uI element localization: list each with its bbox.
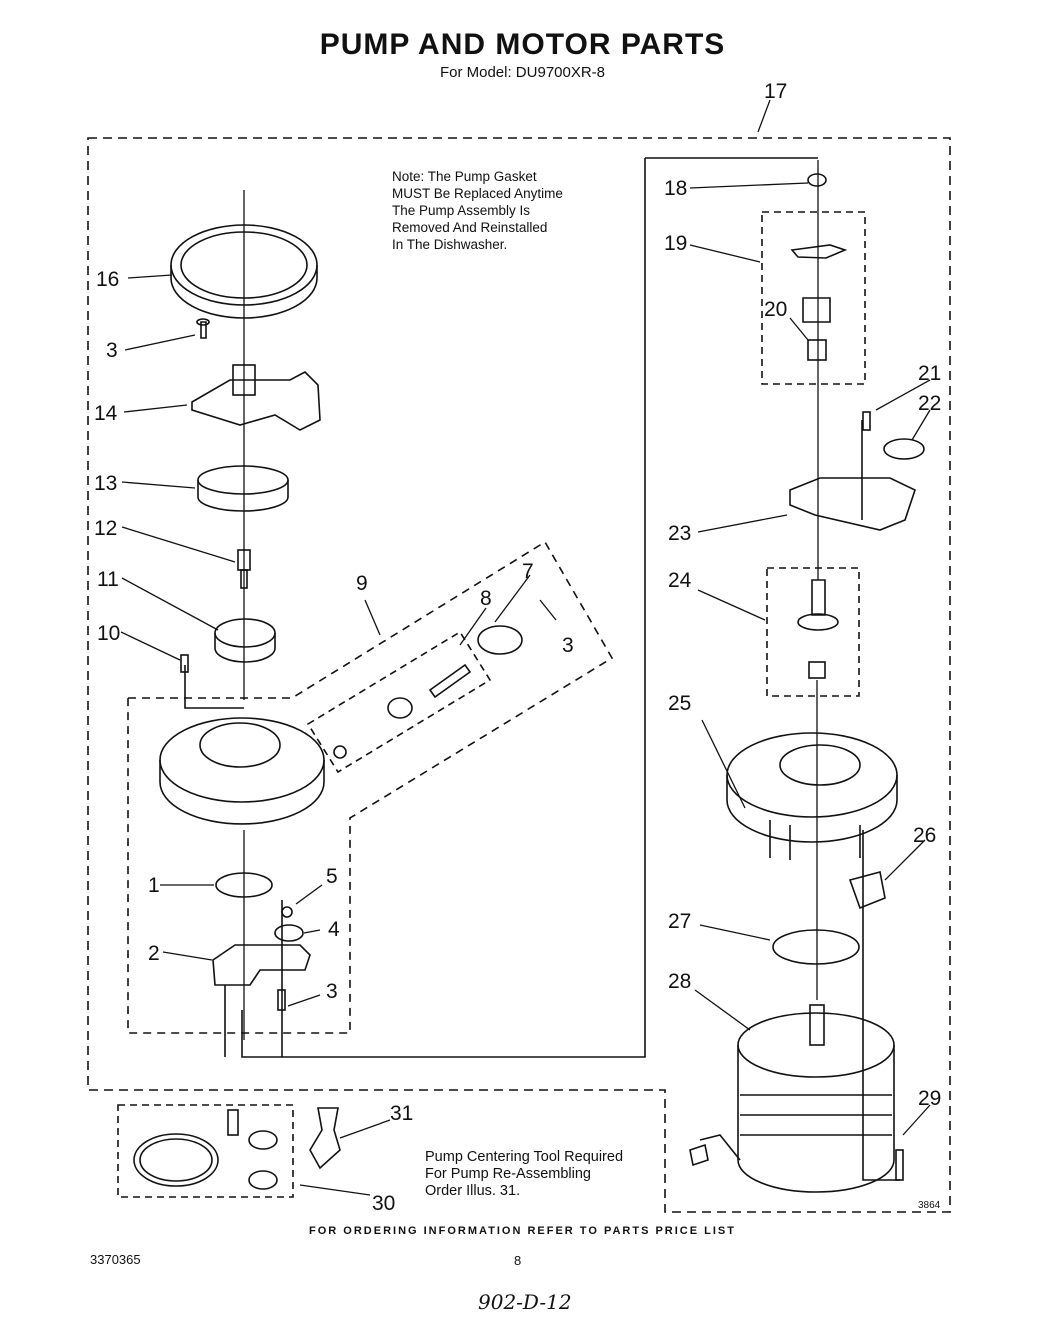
- callout-11: 11: [97, 568, 119, 591]
- callout-12: 12: [94, 517, 117, 540]
- callout-23: 23: [668, 522, 691, 545]
- callout-9: 9: [356, 572, 368, 595]
- callout-1: 1: [148, 874, 160, 897]
- filter-screen: [215, 872, 273, 898]
- solenoid-valve: [477, 625, 523, 655]
- callout-5: 5: [326, 865, 338, 888]
- callout-3: 3: [326, 980, 338, 1003]
- small-gasket: [274, 924, 304, 942]
- callout-30: 30: [372, 1192, 395, 1215]
- note-line: Note: The Pump Gasket: [392, 169, 537, 184]
- callout-8: 8: [480, 587, 492, 610]
- motor: [737, 1045, 895, 1193]
- callout-3: 3: [562, 634, 574, 657]
- note-line: In The Dishwasher.: [392, 237, 508, 252]
- callout-4: 4: [328, 918, 340, 941]
- connector-line: [241, 158, 646, 1058]
- model-subtitle: For Model: DU9700XR-8: [439, 64, 606, 81]
- callout-29: 29: [918, 1087, 941, 1110]
- callout-2: 2: [148, 942, 160, 965]
- bracket: [790, 244, 848, 259]
- ordering-footer: FOR ORDERING INFORMATION REFER TO PARTS …: [309, 1225, 736, 1237]
- centering-tool-note: Pump Centering Tool Required For Pump Re…: [425, 1149, 623, 1200]
- seal-ring: [197, 465, 289, 495]
- callout-13: 13: [94, 472, 117, 495]
- callout-7: 7: [522, 560, 534, 583]
- screw: [200, 321, 207, 339]
- screw: [895, 1149, 904, 1181]
- leader-lines: [120, 99, 931, 1196]
- document-number: 3370365: [90, 1252, 141, 1267]
- page-title: PUMP AND MOTOR PARTS: [319, 28, 726, 61]
- callout-24: 24: [668, 569, 692, 592]
- callout-labels: 16 3 14 13 12 11 10 9 8 7 3 1 5 4 2 3 17…: [94, 80, 941, 1215]
- o-ring: [883, 438, 925, 460]
- item-24-boundary: [766, 567, 860, 697]
- pump-housing: [159, 717, 325, 803]
- callout-18: 18: [664, 177, 687, 200]
- callout-31: 31: [390, 1102, 413, 1125]
- motor-shaft-assembly: [811, 579, 826, 616]
- mounting-plate: [789, 477, 916, 531]
- clip: [848, 871, 886, 910]
- callout-25: 25: [668, 692, 691, 715]
- screw: [862, 411, 871, 431]
- impeller: [214, 618, 276, 648]
- page-number: 8: [514, 1253, 522, 1268]
- note-line: The Pump Assembly Is: [392, 203, 531, 218]
- callout-27: 27: [668, 910, 691, 933]
- item-19-boundary: [761, 211, 866, 385]
- check-ball: [281, 906, 293, 918]
- callout-16: 16: [96, 268, 119, 291]
- note-line: Order Illus. 31.: [425, 1183, 521, 1199]
- handwritten-annotation: 902-D-12: [478, 1290, 572, 1314]
- callout-17: 17: [764, 80, 787, 103]
- callout-3: 3: [106, 339, 118, 362]
- kit-gasket: [133, 1133, 219, 1187]
- callout-19: 19: [664, 232, 687, 255]
- callout-14: 14: [94, 402, 118, 425]
- insulator-disc: [772, 929, 860, 965]
- nut: [807, 173, 827, 187]
- pump-gasket-note: Note: The Pump Gasket MUST Be Replaced A…: [392, 168, 563, 253]
- pump-cover: [191, 371, 321, 431]
- note-line: Pump Centering Tool Required: [425, 1149, 624, 1165]
- assembly-17-boundary: [87, 137, 951, 1213]
- spring: [802, 297, 831, 323]
- screw: [180, 654, 189, 673]
- note-line: For Pump Re-Assembling: [425, 1166, 591, 1182]
- lower-housing: [212, 944, 311, 986]
- callout-28: 28: [668, 970, 691, 993]
- drawing-number: 3864: [918, 1200, 941, 1211]
- bushing: [807, 339, 827, 361]
- note-line: MUST Be Replaced Anytime: [392, 186, 563, 201]
- callout-21: 21: [918, 362, 941, 385]
- callout-20: 20: [764, 298, 787, 321]
- note-line: Removed And Reinstalled: [392, 220, 548, 235]
- callout-22: 22: [918, 392, 941, 415]
- callout-10: 10: [97, 622, 120, 645]
- callout-26: 26: [913, 824, 936, 847]
- item-30-boundary: [117, 1104, 294, 1198]
- centering-tool: [309, 1107, 341, 1170]
- pump-subassembly-boundary: [127, 540, 614, 1034]
- item-8-boundary: [306, 630, 492, 774]
- valve-plunger: [387, 697, 413, 719]
